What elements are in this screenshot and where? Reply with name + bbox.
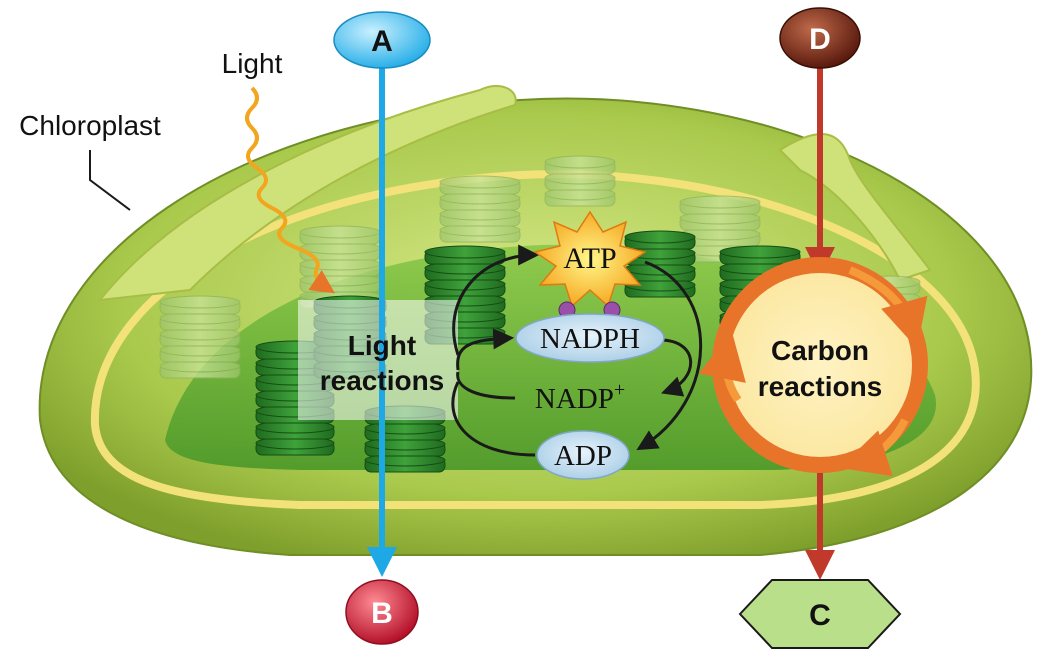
thylakoid-disk-top bbox=[299, 225, 381, 239]
cycle-arrow-to-nadph bbox=[456, 328, 515, 371]
pale-granum-1 bbox=[299, 225, 381, 309]
cycle-arrow-to-atp bbox=[452, 244, 540, 356]
granum-4 bbox=[624, 230, 696, 298]
light-reactions-label-line1: Light bbox=[348, 330, 416, 361]
marker-c-hexagon bbox=[738, 579, 902, 649]
marker-d: D bbox=[779, 7, 861, 69]
marker-c-label: C bbox=[809, 599, 831, 632]
light-reactions-box bbox=[298, 300, 458, 420]
carbon-cycle-arrow-top bbox=[848, 266, 928, 349]
adp-label: ADP bbox=[554, 440, 612, 472]
marker-a: A bbox=[333, 11, 431, 69]
marker-d-label: D bbox=[809, 23, 831, 56]
carbon-cycle-arrow-bottom bbox=[839, 418, 909, 477]
thylakoid-disk-top bbox=[439, 175, 521, 189]
carbon-cycle-arrow-left bbox=[698, 331, 746, 403]
marker-b: B bbox=[345, 579, 419, 645]
thylakoid-disk-top bbox=[719, 245, 801, 259]
light-label: Light bbox=[222, 48, 283, 79]
atp-star bbox=[533, 210, 647, 308]
carbon-reactions-label-line1: Carbon bbox=[771, 335, 869, 366]
thylakoid-disk-top bbox=[679, 195, 761, 209]
carbon-reactions-label-line2: reactions bbox=[758, 371, 883, 402]
marker-a-label: A bbox=[371, 25, 393, 58]
thylakoid-disk-top bbox=[544, 155, 616, 169]
adp-oval bbox=[536, 430, 630, 480]
cycle-arrow-nadp-return bbox=[456, 371, 516, 400]
cutaway-flap bbox=[97, 85, 517, 302]
carbon-cycle bbox=[698, 257, 928, 477]
marker-b-label: B bbox=[371, 597, 393, 630]
atp-label: ATP bbox=[563, 242, 616, 275]
cycle-arrow-from-nadph bbox=[659, 338, 693, 397]
pale-granum-3 bbox=[544, 155, 616, 207]
nadp-plus-label: NADP+ bbox=[535, 379, 625, 415]
cycle-arrow-adp-return bbox=[451, 381, 536, 457]
chloroplast-label: Chloroplast bbox=[19, 110, 161, 141]
thylakoid-disk-top bbox=[424, 245, 506, 259]
light-reactions-label-line2: reactions bbox=[320, 365, 445, 396]
nadph-label: NADPH bbox=[540, 323, 640, 355]
light-wave-arrow bbox=[245, 86, 335, 294]
pale-granum-0 bbox=[159, 295, 241, 379]
thylakoid-disk-top bbox=[159, 295, 241, 309]
nadph-oval bbox=[515, 313, 665, 363]
chloroplast-pointer bbox=[89, 150, 131, 211]
marker-c: C bbox=[738, 579, 902, 649]
thylakoid-disk-top bbox=[624, 230, 696, 244]
pale-granum-2 bbox=[439, 175, 521, 243]
